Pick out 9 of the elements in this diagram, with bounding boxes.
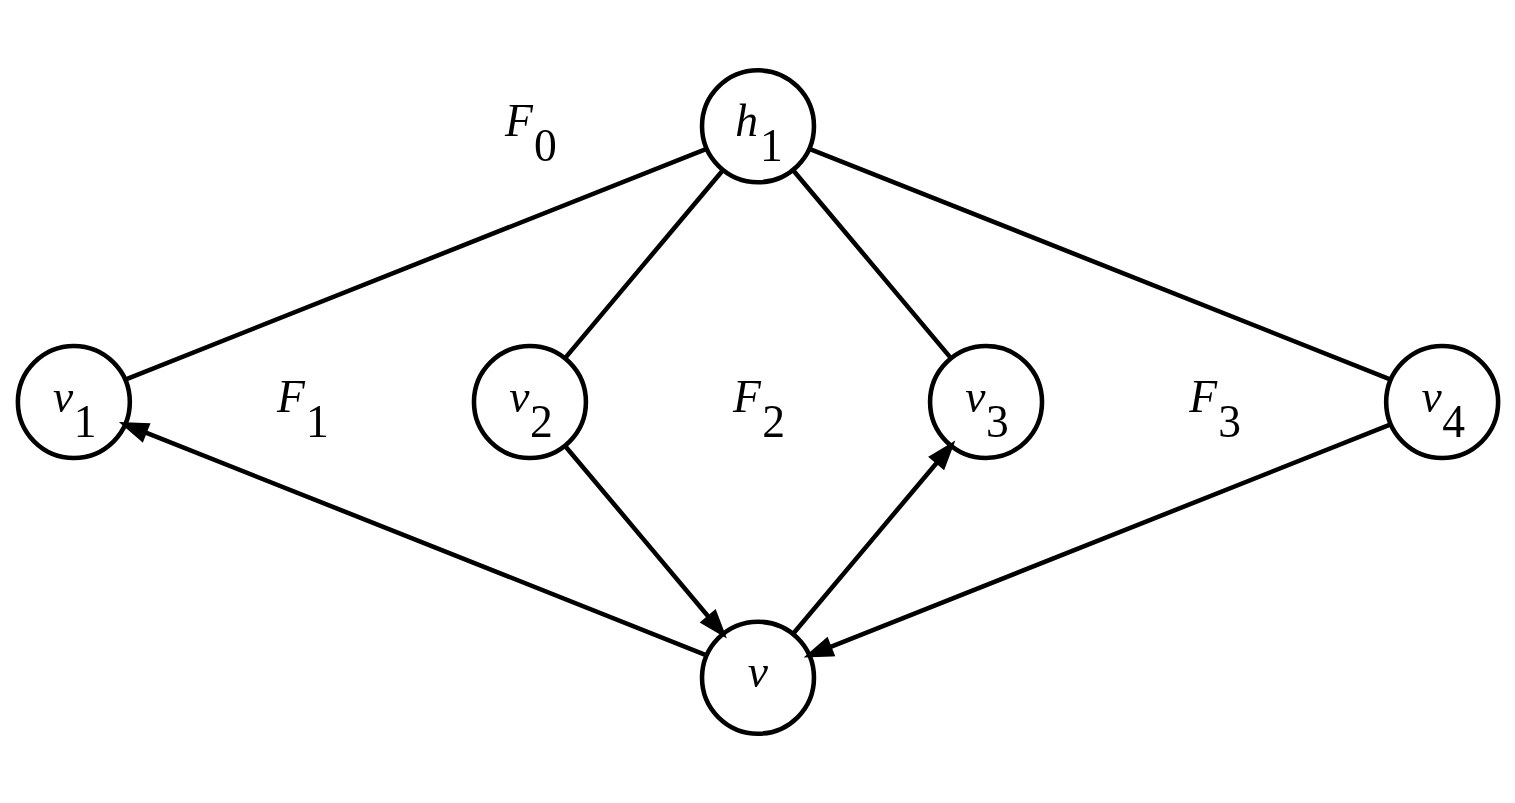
connector: [808, 146, 1391, 381]
arrow: [803, 421, 1392, 658]
node-circle: v: [699, 619, 816, 736]
arrow: [562, 443, 727, 639]
connector: [563, 168, 725, 359]
arrow: [791, 440, 955, 635]
connector: [790, 168, 952, 359]
arrow: [118, 421, 707, 657]
connector: [124, 146, 707, 381]
